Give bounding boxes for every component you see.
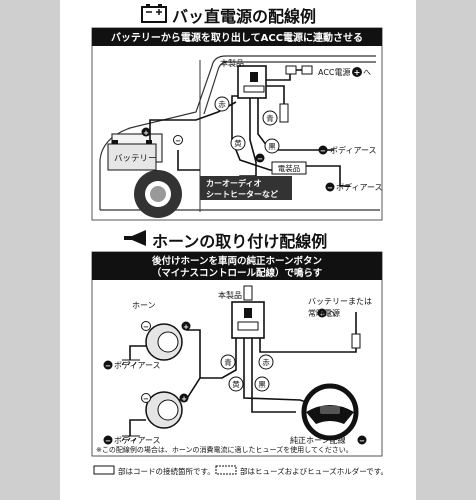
section2-subtitle-1: 後付けホーンを車両の純正ホーンボタン (152, 255, 322, 267)
legend-fuse-icon (215, 465, 237, 475)
relay-product-1 (237, 65, 267, 99)
wire-red-label: 赤 (218, 100, 226, 109)
plus-icon (141, 127, 151, 137)
plus-symbol: + (183, 323, 189, 331)
section1-title: バッ直電源の配線例 (172, 7, 316, 26)
plus-symbol: + (181, 395, 187, 403)
minus-symbol: − (320, 147, 326, 155)
battery-source-label-2: 常時電源 (308, 309, 340, 318)
minus-icon (357, 435, 367, 445)
minus-symbol: − (359, 437, 365, 445)
section1-markers (141, 96, 335, 192)
product-label-2: 本製品 (218, 290, 242, 300)
minus-symbol: − (175, 137, 181, 145)
plus-icon (352, 67, 362, 77)
battery-source-label-1: バッテリーまたは (308, 297, 372, 306)
minus-icon (255, 153, 265, 163)
minus-symbol: − (257, 155, 263, 163)
battery-label: バッテリー (114, 154, 157, 164)
body-earth-label-4: ボディアース (114, 435, 161, 445)
fuse-holder-icon (279, 103, 289, 123)
acc-to-label: へ (363, 68, 371, 77)
genuine-horn-label: 純正ホーン配線 (290, 435, 346, 445)
device-box (271, 161, 307, 175)
legend-connector-label: 部はコードの接続箇所です。 (118, 466, 215, 476)
section1-subtitle: バッテリーから電源を取り出してACC電源に連動させる (111, 31, 363, 44)
minus-icon (173, 135, 183, 145)
horn-icon (124, 230, 146, 246)
plus-symbol: + (143, 129, 149, 137)
legend-fuse-label: 部はヒューズおよびヒューズホルダーです。 (240, 466, 388, 476)
section2-subtitle-bar (92, 252, 382, 280)
acc-label: ACC電源 (318, 68, 351, 77)
minus-icon (325, 182, 335, 192)
horn-lower-icon (145, 391, 183, 429)
minus-symbol: − (105, 362, 111, 370)
connector-icon (285, 65, 297, 75)
plus-symbol: + (354, 68, 361, 77)
product-label-1: 本製品 (220, 58, 244, 68)
connector-icon (301, 65, 313, 75)
minus-symbol: − (143, 395, 149, 403)
car-audio-box (200, 176, 292, 200)
wire-black-label-2: 黒 (258, 380, 266, 389)
section1-subtitle-bar (92, 28, 382, 46)
device-label: 電装品 (278, 163, 301, 173)
body-earth-label-2: ボディアース (336, 182, 383, 192)
note-text: ※この配線例の場合は、ホーンの消費電流に適したヒューズを使用してください。 (96, 445, 353, 454)
wire-blue-label: 青 (266, 113, 274, 123)
section2-markers (103, 308, 327, 445)
car-wheel-icon (134, 170, 182, 218)
body-earth-label-3: ボディアース (114, 360, 161, 370)
wire-yellow-label-2: 黄 (232, 379, 240, 389)
battery-source-to-label: へ (328, 309, 336, 318)
minus-symbol: − (105, 437, 111, 445)
battery-icon (141, 4, 167, 23)
minus-symbol: − (143, 323, 149, 331)
steering-wheel-icon (301, 383, 359, 441)
body-earth-label-1: ボディアース (330, 145, 377, 155)
wire-black-label: 黒 (268, 142, 276, 151)
ground-icon (121, 359, 140, 442)
relay-product-2 (231, 285, 265, 339)
section2-subtitle-2: （マイナスコントロール配線）で鳴らす (152, 267, 323, 279)
legend-connector-icon (93, 465, 115, 475)
wire-yellow-label: 黄 (234, 138, 242, 148)
car-battery-icon (107, 140, 157, 171)
car-audio-label-2: シートヒーターなど (206, 189, 278, 199)
fuse-holder-icon (351, 333, 361, 349)
plus-symbol: + (319, 310, 325, 318)
horn-label: ホーン (132, 301, 156, 310)
section2-title: ホーンの取り付け配線例 (152, 232, 327, 251)
car-audio-label-1: カーオーディオ (206, 178, 261, 188)
wire-blue-label-2: 青 (224, 357, 232, 367)
minus-symbol: − (327, 184, 333, 192)
wire-red-label-2: 赤 (262, 358, 270, 367)
minus-icon (318, 145, 328, 155)
horn-upper-icon (145, 323, 183, 361)
